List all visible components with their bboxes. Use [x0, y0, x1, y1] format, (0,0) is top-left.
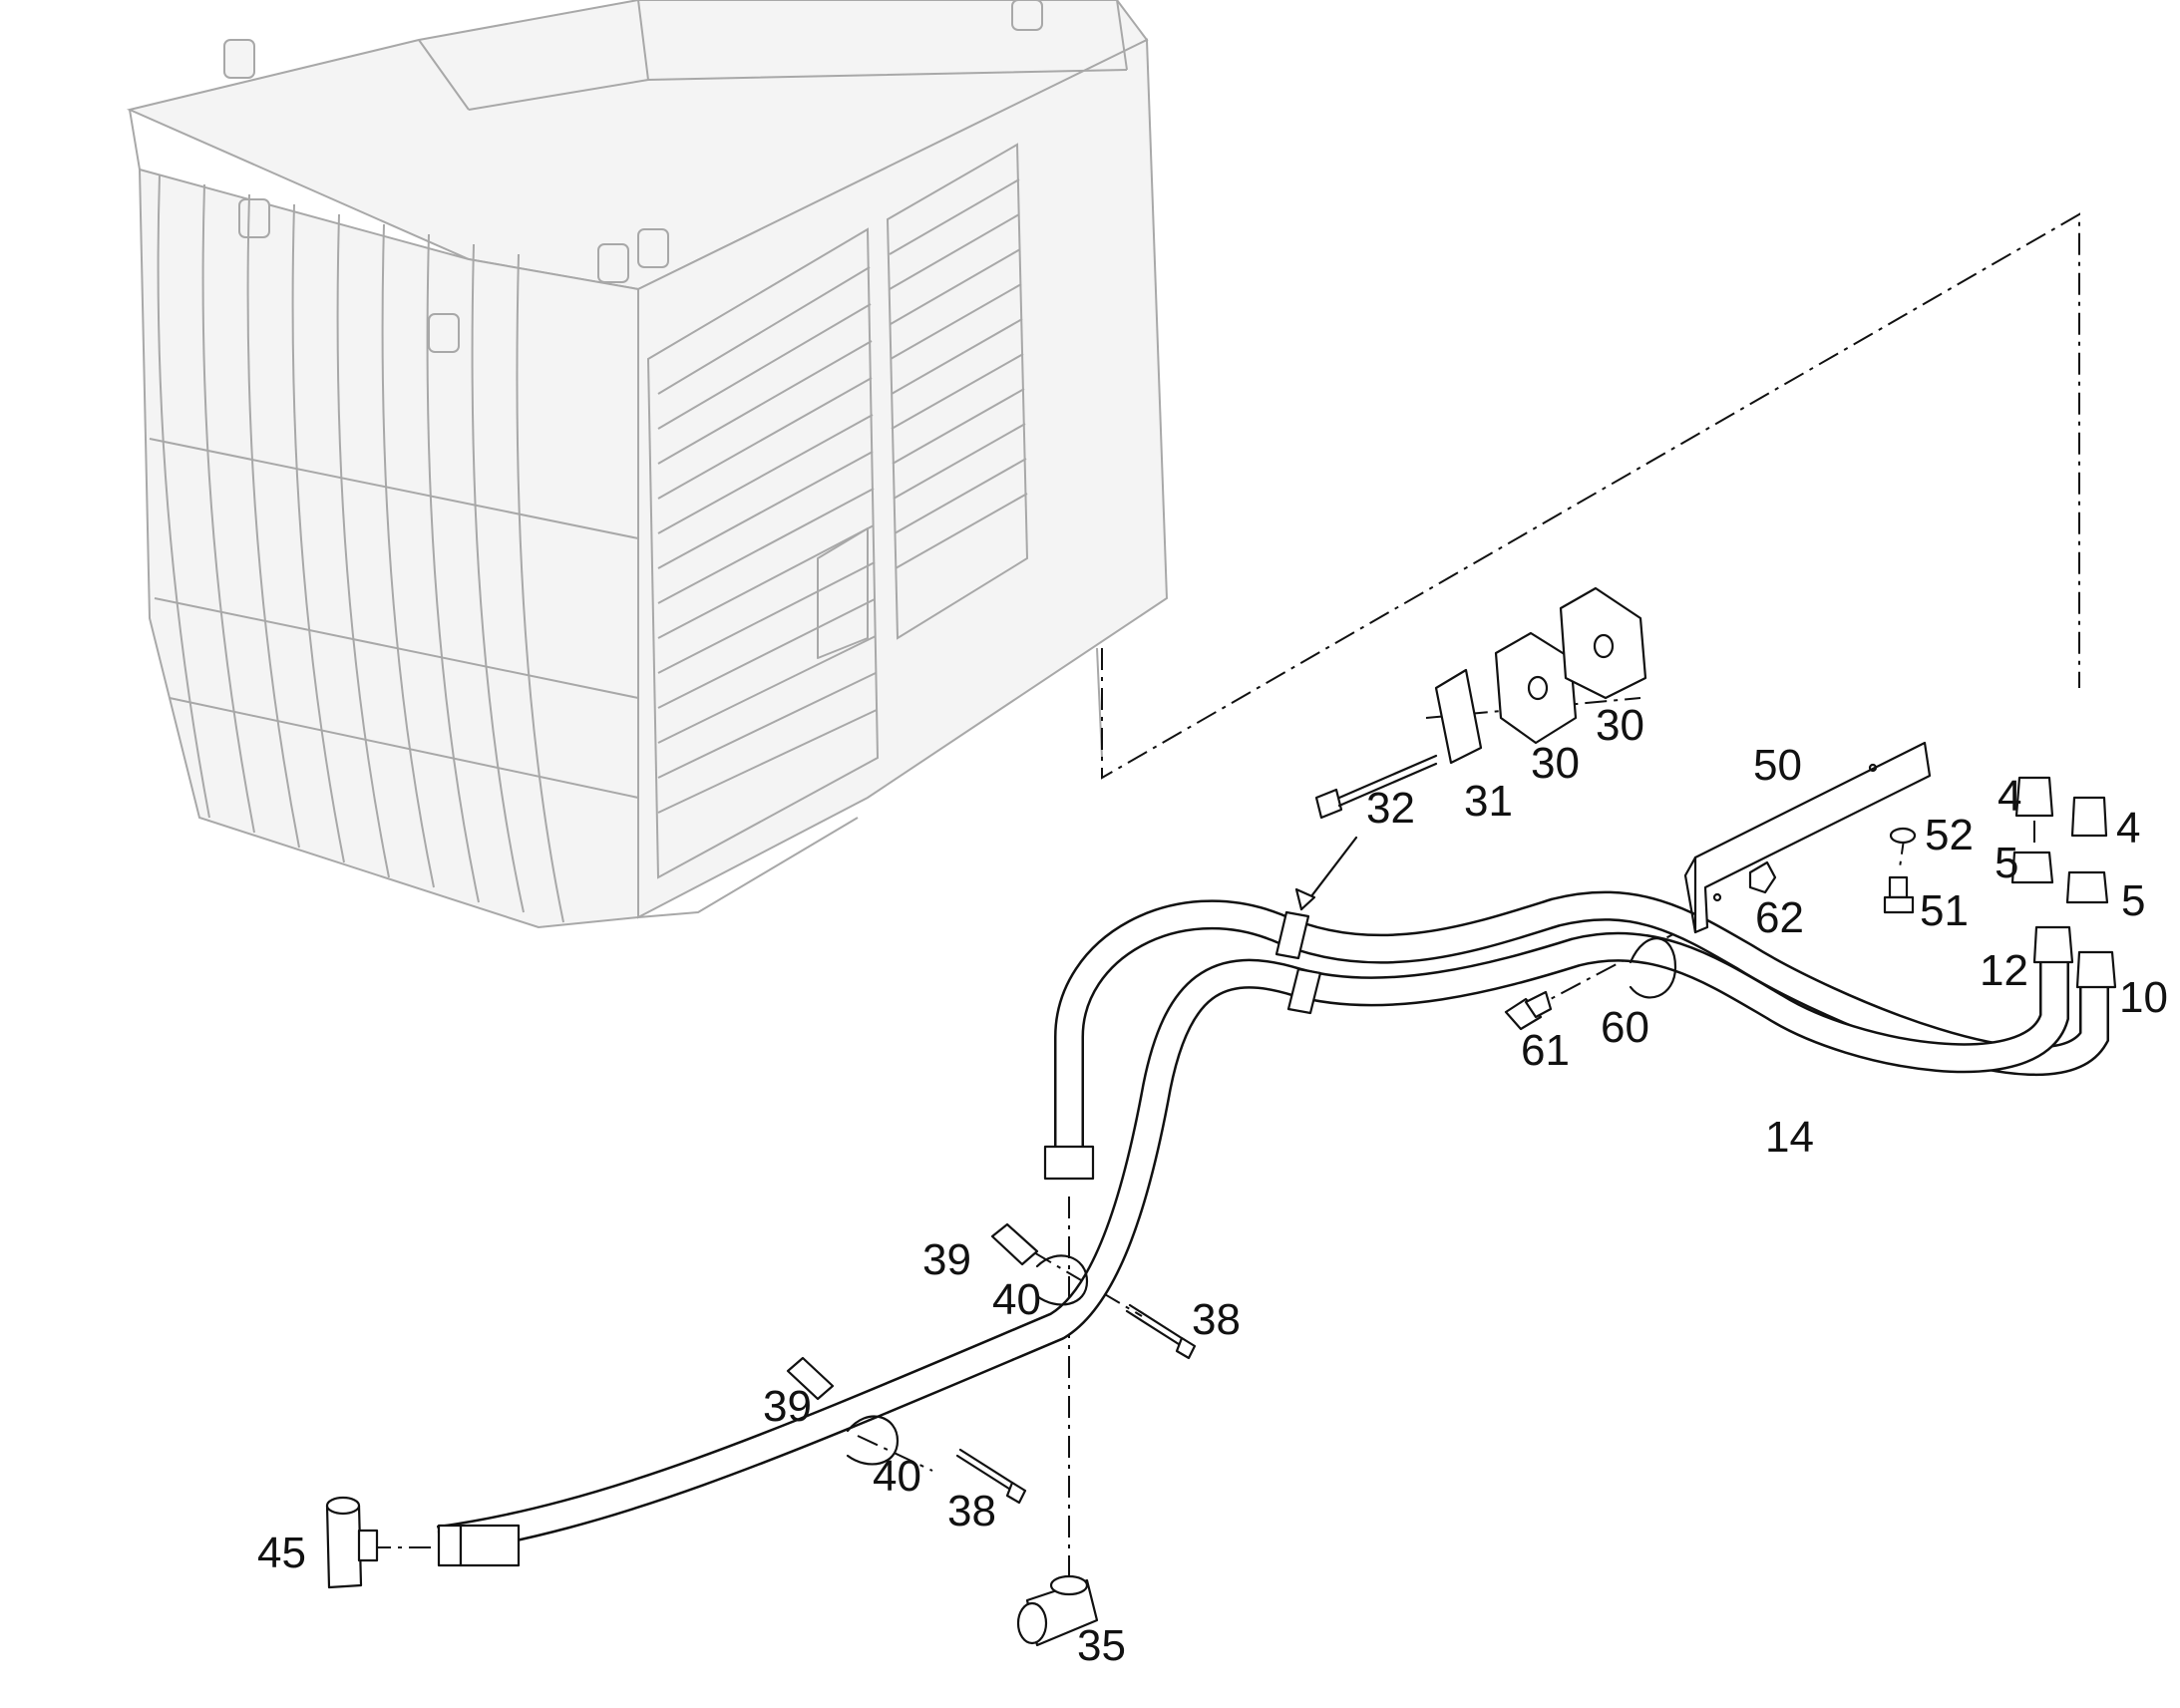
callout-12: 12 [1980, 946, 2028, 995]
callouts: 30 30 31 32 50 52 51 62 4 4 5 5 12 10 14… [257, 701, 2168, 1670]
callout-35: 35 [1077, 1621, 1126, 1670]
callout-38a: 38 [1192, 1295, 1241, 1344]
callout-10: 10 [2119, 973, 2168, 1022]
cooler-housing [126, 0, 1169, 929]
callout-39a: 39 [922, 1235, 971, 1284]
hardware-parts [325, 586, 2117, 1647]
callout-38b: 38 [947, 1487, 996, 1536]
callout-14: 14 [1765, 1113, 1814, 1162]
callout-52: 52 [1925, 811, 1974, 859]
callout-40a: 40 [992, 1275, 1041, 1324]
callout-4a: 4 [1998, 772, 2021, 821]
assembly-lines [369, 212, 2080, 1575]
callout-62: 62 [1755, 893, 1804, 942]
callout-5a: 5 [1995, 839, 2018, 887]
callout-4b: 4 [2116, 804, 2140, 853]
hose-assembly [436, 890, 2109, 1567]
callout-31: 31 [1464, 777, 1513, 826]
callout-50: 50 [1753, 741, 1802, 790]
callout-30b: 30 [1531, 739, 1580, 788]
callout-40b: 40 [873, 1452, 921, 1501]
callout-32: 32 [1366, 784, 1415, 833]
callout-39b: 39 [763, 1382, 812, 1431]
callout-45: 45 [257, 1529, 306, 1577]
callout-5b: 5 [2121, 876, 2145, 925]
callout-61: 61 [1521, 1026, 1570, 1075]
callout-30a: 30 [1596, 701, 1644, 750]
hose-clamps [846, 937, 1677, 1466]
callout-51: 51 [1920, 886, 1969, 935]
callout-60: 60 [1601, 1003, 1649, 1052]
